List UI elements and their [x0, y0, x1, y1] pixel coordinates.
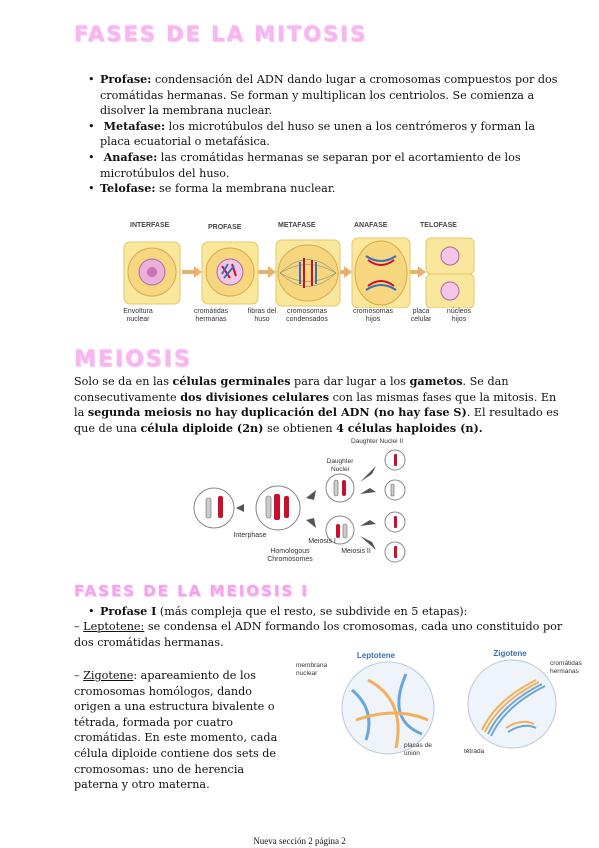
label-daughter-nuclei: Daughter Nuclei [326, 458, 354, 473]
list-item: •Profase: condensación del ADN dando lug… [88, 72, 558, 118]
label-nucleos-hijos: núcleos hijos [446, 308, 472, 323]
label-daughter-nuclei-ii: Daughter Nuclei II [350, 438, 404, 445]
prophase-i-figure: Leptotene Zigotene membrana nuclear plac… [296, 650, 586, 762]
page-footer: Nueva sección 2 página 2 [253, 836, 346, 846]
label-meiosis-i: Meiosis I [308, 538, 336, 545]
mitosis-cells-illustration [123, 237, 475, 308]
list-item: •Telofase: se forma la membrana nuclear. [88, 181, 336, 196]
meiosis-cells-illustration [193, 449, 406, 563]
label-meiosis-ii: Meiosis II [341, 548, 371, 555]
figure-header-interfase: INTERFASE [130, 222, 170, 229]
list-item: • Anafase: las cromátidas hermanas se se… [88, 149, 521, 180]
leptotene-paragraph: – Leptotene: se condensa el ADN formando… [74, 620, 563, 649]
label-tetrada: tétrada [464, 748, 485, 755]
figure-header-metafase: METAFASE [278, 222, 316, 229]
label-cromosomas-condensados: cromosomas condensados [286, 308, 328, 323]
label-cromatidas-hermanas: cromátidas hermanas [193, 308, 229, 323]
meiosis-title: MEIOSIS [74, 347, 192, 372]
figure-header-telofase: TELOFASE [420, 222, 457, 229]
figure-header-profase: PROFASE [208, 224, 242, 231]
meiosis-diagram: Daughter Nuclei II Daughter Nuclei Inter… [192, 438, 414, 568]
zigotene-figure-title: Zigotene [493, 649, 527, 658]
list-item: • Metafase: los microtúbulos del huso se… [88, 118, 536, 149]
label-membrana-nuclear: membrana nuclear [296, 662, 328, 677]
mitosis-title: FASES DE LA MITOSIS [74, 22, 368, 46]
label-cromosomas-hijos: cromosomas hijos [352, 308, 394, 323]
label-fibras-huso: fibras del huso [247, 308, 277, 323]
label-homologous-chromosomes: Homologous Chromosomes [267, 548, 313, 563]
meiosis-i-phases-title: FASES DE LA MEIOSIS I [74, 582, 310, 600]
label-placas-union: placas de unión [404, 742, 432, 757]
figure-header-anafase: ANAFASE [354, 222, 388, 229]
zigotene-paragraph: – Zigotene: apareamiento de los cromosom… [74, 669, 278, 792]
leptotene-zigotene-illustration [341, 659, 557, 755]
meiosis-paragraph: Solo se da en las células germinales par… [74, 374, 559, 435]
profase-i-item: •Profase I (más compleja que el resto, s… [88, 604, 468, 618]
label-placa-celular: placa celular [410, 308, 432, 323]
label-envoltura-nuclear: Envoltura nuclear [123, 308, 153, 323]
mitosis-phase-list: •Profase: condensación del ADN dando lug… [88, 72, 568, 197]
mitosis-phases-figure: INTERFASE PROFASE METAFASE ANAFASE TELOF… [118, 218, 478, 338]
label-interphase: Interphase [233, 532, 267, 539]
leptotene-figure-title: Leptotene [356, 651, 396, 660]
label-cromatidas-hermanas-fig: cromátidas hermanas [550, 660, 582, 675]
